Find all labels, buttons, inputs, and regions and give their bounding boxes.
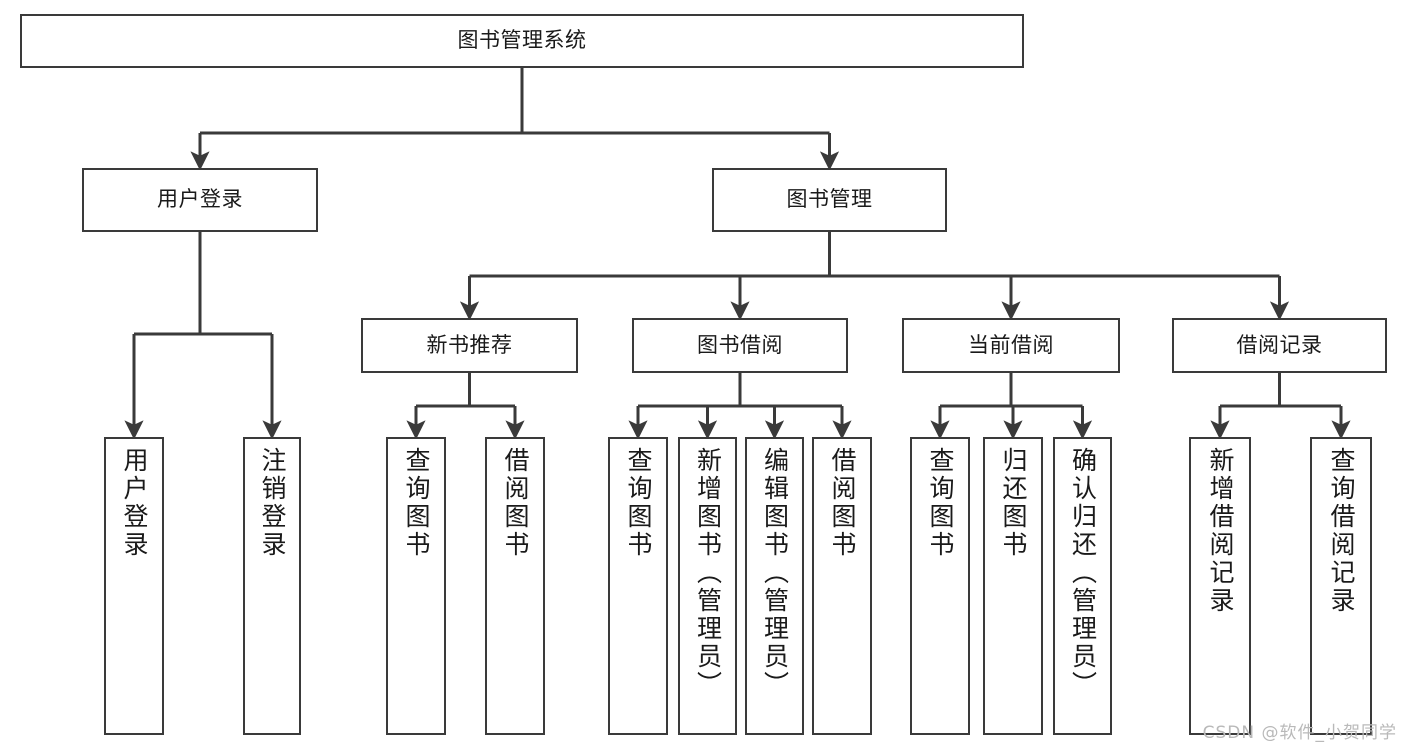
node-leaf-add-record-label: 新增借阅记录 xyxy=(1206,447,1235,615)
node-root-label: 图书管理系统 xyxy=(457,28,587,53)
node-leaf-add-book-label: 新增图书（管理员） xyxy=(693,447,723,699)
node-book-manage-label: 图书管理 xyxy=(786,187,873,212)
node-leaf-edit-book[interactable]: 编辑图书（管理员） xyxy=(745,437,804,735)
node-leaf-query-record-label: 查询借阅记录 xyxy=(1327,447,1356,615)
node-leaf-edit-book-label: 编辑图书（管理员） xyxy=(760,447,790,699)
node-book-borrow-label: 图书借阅 xyxy=(697,332,783,357)
node-leaf-logout[interactable]: 注销登录 xyxy=(243,437,301,735)
edge-group xyxy=(124,68,1351,440)
node-leaf-borrow-book-1-label: 借阅图书 xyxy=(501,447,530,559)
node-leaf-query-book-1-label: 查询图书 xyxy=(402,447,431,559)
node-new-book-rec[interactable]: 新书推荐 xyxy=(361,318,578,373)
node-new-book-rec-label: 新书推荐 xyxy=(426,332,513,357)
node-leaf-logout-label: 注销登录 xyxy=(258,447,287,559)
node-leaf-add-record[interactable]: 新增借阅记录 xyxy=(1189,437,1251,735)
node-leaf-confirm-return-label: 确认归还（管理员） xyxy=(1068,447,1098,699)
node-borrow-record[interactable]: 借阅记录 xyxy=(1172,318,1387,373)
node-borrow-record-label: 借阅记录 xyxy=(1236,332,1323,357)
node-leaf-confirm-return[interactable]: 确认归还（管理员） xyxy=(1053,437,1112,735)
node-leaf-query-book-2-label: 查询图书 xyxy=(624,447,653,559)
node-user-login[interactable]: 用户登录 xyxy=(82,168,318,232)
node-leaf-query-book-3-label: 查询图书 xyxy=(926,447,955,559)
node-leaf-borrow-book-2-label: 借阅图书 xyxy=(828,447,857,559)
node-leaf-return-book[interactable]: 归还图书 xyxy=(983,437,1043,735)
node-current-borrow-label: 当前借阅 xyxy=(968,332,1054,357)
node-leaf-return-book-label: 归还图书 xyxy=(999,447,1028,559)
node-root[interactable]: 图书管理系统 xyxy=(20,14,1024,68)
node-leaf-query-record[interactable]: 查询借阅记录 xyxy=(1310,437,1372,735)
node-leaf-borrow-book-1[interactable]: 借阅图书 xyxy=(485,437,545,735)
node-leaf-query-book-2[interactable]: 查询图书 xyxy=(608,437,668,735)
node-book-manage[interactable]: 图书管理 xyxy=(712,168,947,232)
node-leaf-borrow-book-2[interactable]: 借阅图书 xyxy=(812,437,872,735)
node-leaf-query-book-1[interactable]: 查询图书 xyxy=(386,437,446,735)
node-leaf-add-book[interactable]: 新增图书（管理员） xyxy=(678,437,737,735)
node-current-borrow[interactable]: 当前借阅 xyxy=(902,318,1120,373)
node-book-borrow[interactable]: 图书借阅 xyxy=(632,318,848,373)
node-leaf-query-book-3[interactable]: 查询图书 xyxy=(910,437,970,735)
node-leaf-user-login-label: 用户登录 xyxy=(120,447,149,559)
node-leaf-user-login[interactable]: 用户登录 xyxy=(104,437,164,735)
node-user-login-label: 用户登录 xyxy=(157,187,243,212)
watermark: CSDN @软件_小贺同学 xyxy=(1202,723,1397,743)
